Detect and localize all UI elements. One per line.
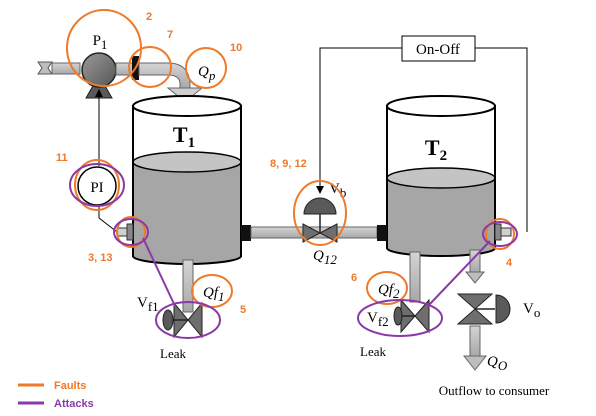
tank-t1-label: T1 xyxy=(173,122,195,151)
legend: Faults Attacks xyxy=(18,380,94,410)
num-2: 2 xyxy=(146,11,152,23)
flow-qp-label: Qp xyxy=(198,64,216,83)
level-sensor-t1 xyxy=(116,223,134,241)
attack-markers xyxy=(69,163,518,339)
flow-qo-label: QO xyxy=(487,354,508,373)
fault-pump-outlet xyxy=(128,46,172,88)
attack-valve-vf1 xyxy=(155,301,221,339)
attack-sensor-t2 xyxy=(482,221,518,247)
flow-q12-label: Q12 xyxy=(313,248,337,267)
num-8-9-12: 8, 9, 12 xyxy=(270,158,307,170)
fault-pi xyxy=(74,159,120,211)
num-3-13: 3, 13 xyxy=(88,252,112,264)
level-sensor-t2 xyxy=(494,223,512,241)
fault-sensor-t1 xyxy=(116,216,146,248)
valve-vb-label: Vb xyxy=(329,181,346,200)
leak-1-label: Leak xyxy=(160,346,186,361)
fault-vb xyxy=(293,180,347,246)
pi-controller[interactable]: PI xyxy=(77,166,117,206)
fault-markers xyxy=(66,9,515,308)
num-4: 4 xyxy=(506,257,513,269)
t1-outlet-pipe xyxy=(182,259,194,313)
valve-vf2-label: Vf2 xyxy=(367,310,389,329)
num-7: 7 xyxy=(167,29,173,41)
valve-vf2[interactable] xyxy=(393,298,430,334)
num-5: 5 xyxy=(240,304,246,316)
valve-vo[interactable] xyxy=(456,293,511,325)
valve-vo-label: Vo xyxy=(523,301,540,320)
pi-label: PI xyxy=(90,180,103,196)
attack-link-1 xyxy=(142,237,176,307)
attack-link-2 xyxy=(427,240,491,307)
consumer-outflow-pipe xyxy=(462,249,488,371)
pump-label: P1 xyxy=(93,33,108,52)
tank-t2-label: T2 xyxy=(425,135,447,164)
attack-pi xyxy=(69,163,125,207)
attack-sensor-t1 xyxy=(113,218,149,246)
leak-flow-qf1-label: Qf1 xyxy=(203,285,225,304)
valve-vb[interactable] xyxy=(302,197,338,243)
on-off-controller[interactable]: On-Off xyxy=(401,35,476,62)
fault-qf2 xyxy=(366,271,408,305)
valve-vf1-label: Vf1 xyxy=(137,295,159,314)
legend-faults-label: Faults xyxy=(54,380,86,392)
tank-t2 xyxy=(386,95,496,257)
pump-outlet-pipe xyxy=(138,62,204,103)
attack-valve-vf2 xyxy=(357,299,443,337)
fault-sensor-t2 xyxy=(485,218,515,250)
fault-qp xyxy=(185,47,227,89)
on-off-label: On-Off xyxy=(416,42,460,58)
inflow-pipe xyxy=(37,61,81,75)
num-10: 10 xyxy=(230,42,242,54)
leak-flow-qf2-label: Qf2 xyxy=(378,282,400,301)
tank-t1 xyxy=(132,95,242,265)
num-11: 11 xyxy=(56,152,68,164)
pump-p1[interactable] xyxy=(81,52,139,99)
num-6: 6 xyxy=(351,272,357,284)
outflow-label: Outflow to consumer xyxy=(439,383,550,398)
valve-vf1[interactable] xyxy=(162,301,203,339)
legend-attacks-label: Attacks xyxy=(54,398,94,410)
leak-2-label: Leak xyxy=(360,344,386,359)
t2-outlet-pipe xyxy=(409,251,421,303)
